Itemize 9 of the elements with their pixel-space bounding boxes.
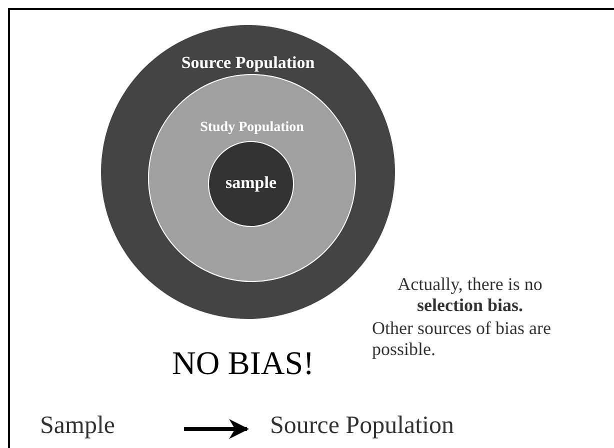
note-text: Other sources of bias are possible. bbox=[372, 318, 552, 360]
note-text: Actually, there is no selection bias. bbox=[396, 274, 544, 316]
node-label: Source Population bbox=[270, 412, 454, 440]
circle-label: sample bbox=[224, 173, 278, 193]
arrow bbox=[184, 419, 249, 439]
node-label: Sample bbox=[40, 412, 115, 440]
circle-label: Study Population bbox=[199, 120, 305, 136]
exclamation-text: NO BIAS! bbox=[172, 346, 316, 384]
circle-label: Source Population bbox=[180, 53, 316, 73]
